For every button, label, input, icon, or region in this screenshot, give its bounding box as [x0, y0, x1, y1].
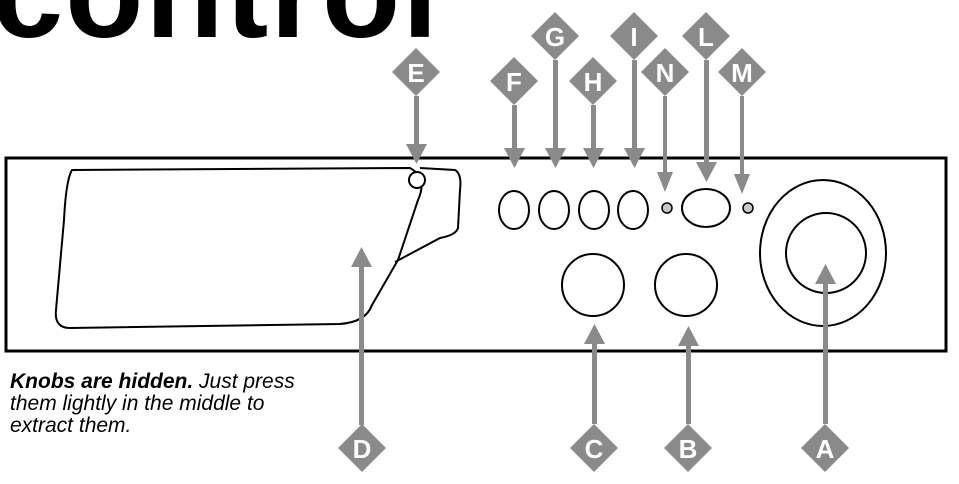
hint-note: Knobs are hidden. Just press them lightl…	[10, 371, 310, 437]
button-i[interactable]	[617, 190, 649, 230]
callout-l: L	[682, 12, 730, 60]
callout-a: A	[801, 424, 849, 472]
knob-c[interactable]	[561, 253, 625, 317]
button-f[interactable]	[498, 190, 530, 230]
callout-b-letter: B	[679, 434, 698, 464]
hint-note-text: Just press them lightly in the middle to…	[10, 370, 295, 437]
callout-c-letter: C	[585, 434, 604, 464]
callout-l-letter: L	[698, 22, 714, 52]
button-h[interactable]	[578, 190, 610, 230]
callout-b: B	[664, 424, 712, 472]
callout-e-letter: E	[407, 58, 424, 88]
heading: control	[0, 0, 440, 58]
button-l[interactable]	[681, 188, 731, 228]
indicator-light-n	[661, 202, 673, 214]
button-g[interactable]	[538, 190, 570, 230]
callout-f: F	[490, 57, 538, 105]
drawer-handle	[394, 167, 462, 263]
callout-n: N	[641, 48, 689, 96]
callout-c: C	[570, 424, 618, 472]
control-panel	[4, 156, 948, 353]
callout-f-letter: F	[506, 67, 522, 97]
indicator-light-m	[742, 202, 754, 214]
hint-note-bold: Knobs are hidden.	[10, 370, 194, 393]
callout-i: I	[610, 12, 658, 60]
callout-g: G	[531, 12, 579, 60]
drawer-latch	[408, 171, 426, 189]
callout-d-letter: D	[353, 434, 372, 464]
callout-n-letter: N	[656, 58, 675, 88]
callout-i-letter: I	[630, 22, 637, 52]
callout-m: M	[718, 48, 766, 96]
callout-h: H	[569, 57, 617, 105]
callout-m-letter: M	[731, 58, 753, 88]
callout-h-letter: H	[584, 67, 603, 97]
callout-e: E	[392, 48, 440, 96]
callout-a-letter: A	[816, 434, 835, 464]
callout-arrows	[406, 60, 750, 194]
knob-b[interactable]	[654, 253, 718, 317]
callout-g-letter: G	[545, 22, 565, 52]
callout-d: D	[338, 424, 386, 472]
detergent-drawer	[54, 166, 423, 330]
